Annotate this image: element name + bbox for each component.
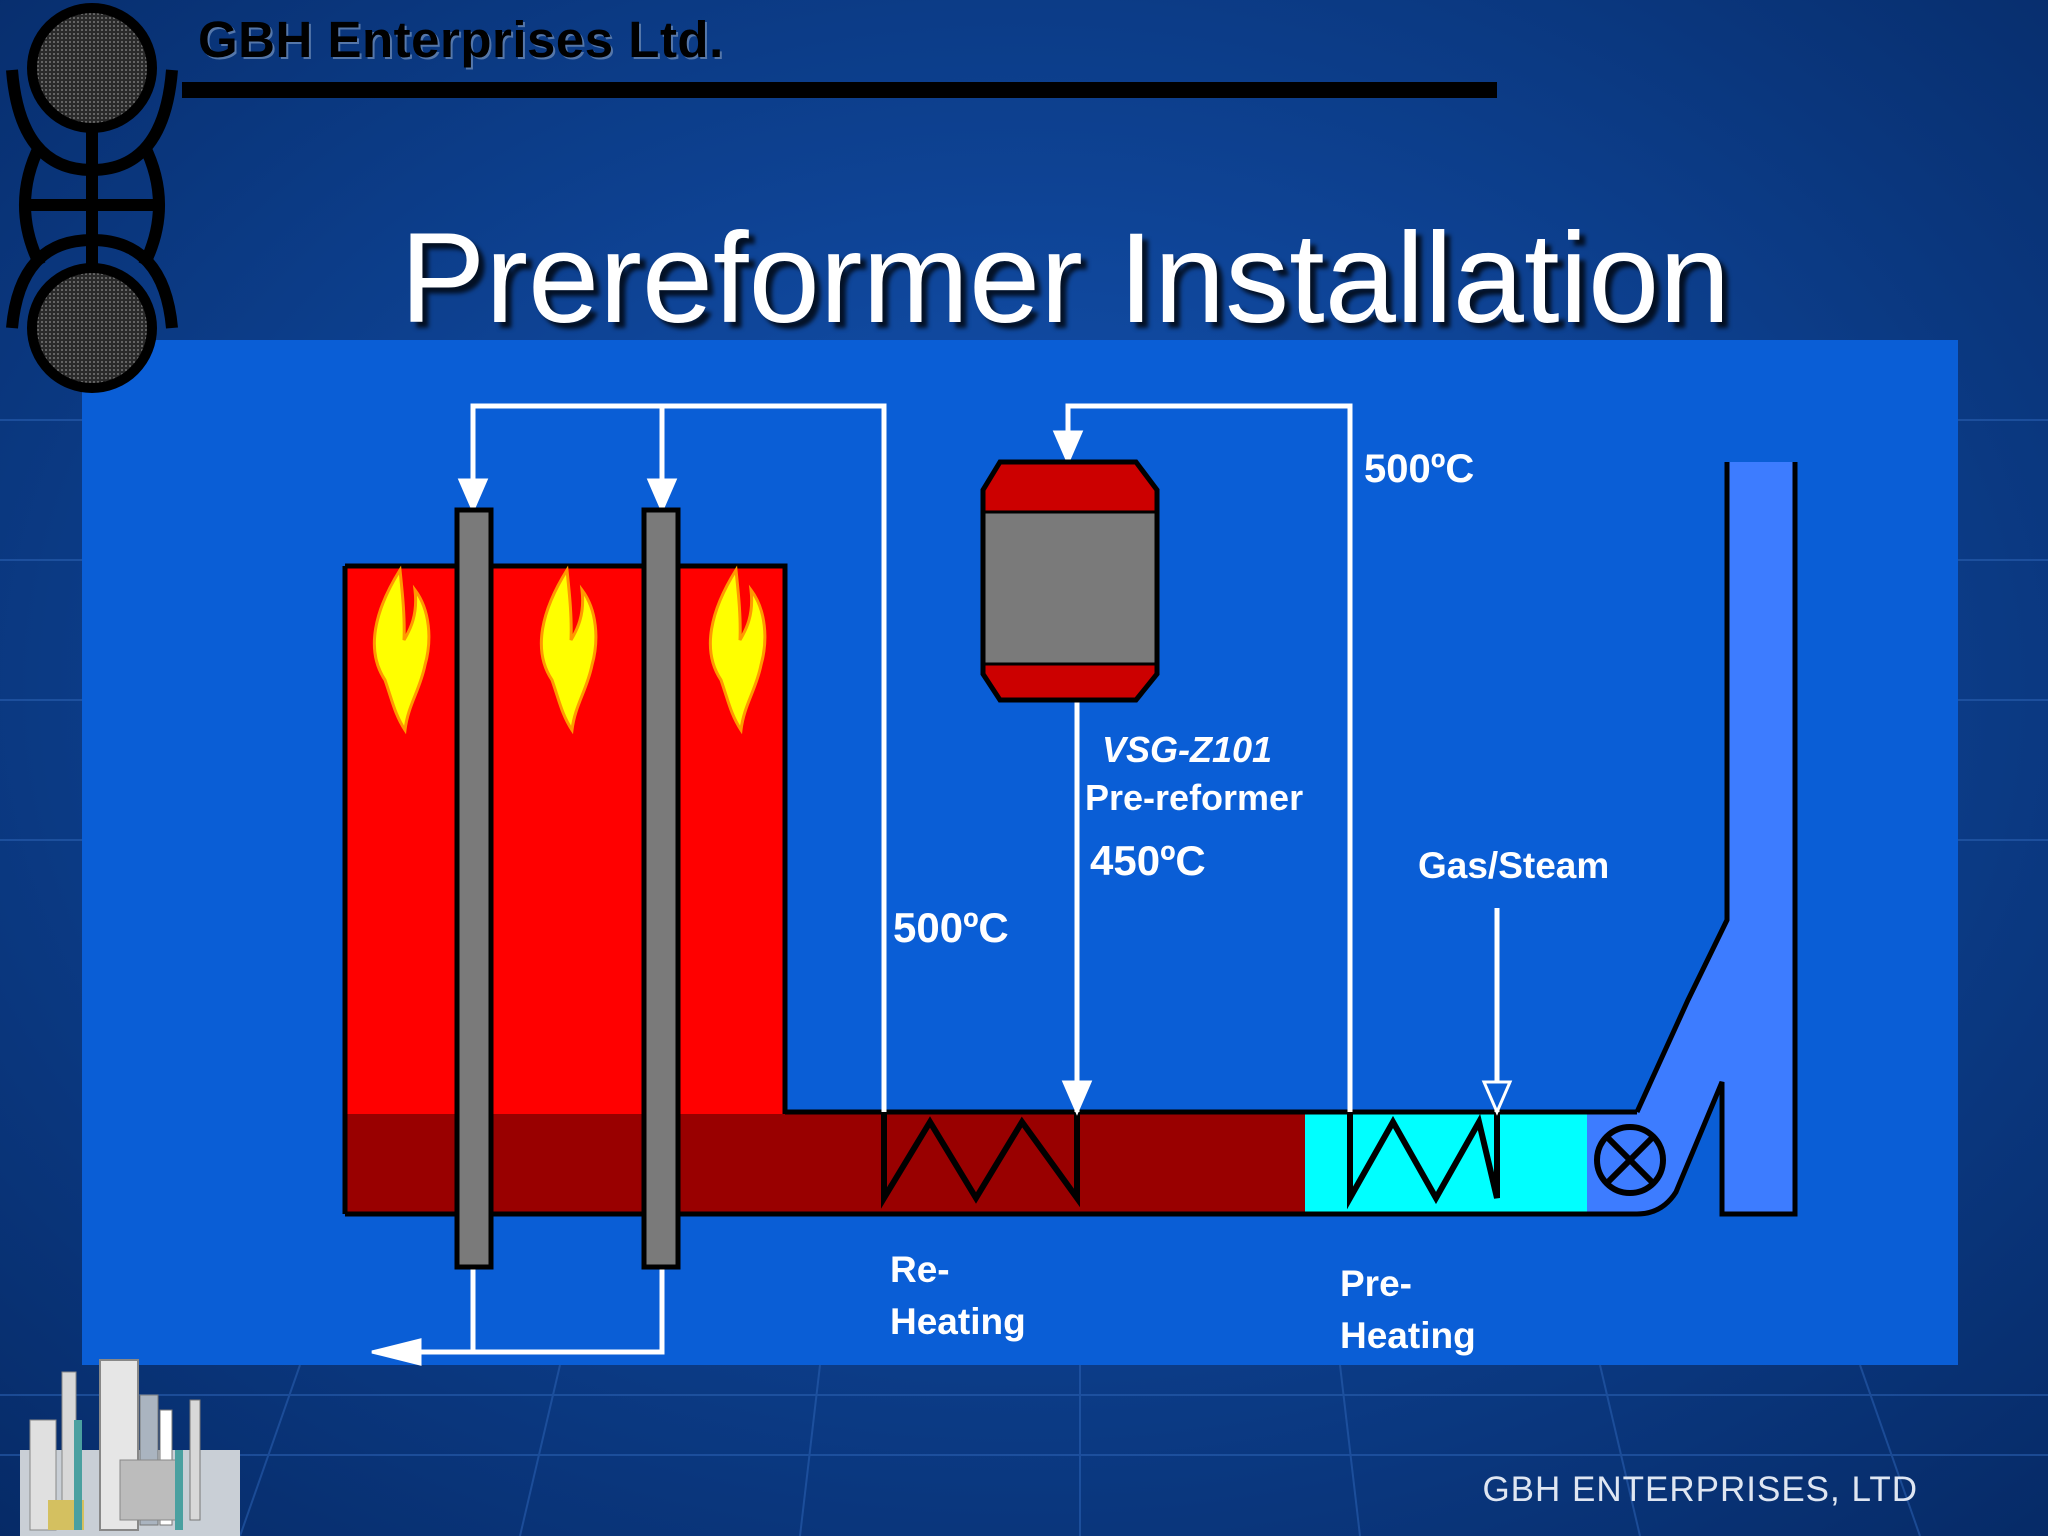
reformer-tube <box>454 507 494 1270</box>
outlet-temperature: 500ºC <box>1364 447 1474 491</box>
reformer-name: Pre-reformer <box>1085 777 1303 818</box>
flow-arrows <box>371 430 1513 1366</box>
feed-label: Gas/Steam <box>1418 845 1609 886</box>
footer-text: GBH ENTERPRISES, LTD <box>1482 1470 1918 1509</box>
preheat-coil <box>1347 1112 1500 1210</box>
reheat-coil <box>881 1112 1080 1209</box>
prereformer-vessel <box>980 459 1160 703</box>
reheat-label-line2: Heating <box>890 1301 1026 1342</box>
company-name: GBH Enterprises Ltd. <box>198 11 724 68</box>
background-grid <box>0 419 2048 1536</box>
reformer-tag: VSG-Z101 <box>1102 729 1272 770</box>
reheat-label-line1: Re- <box>890 1249 950 1290</box>
reformer-tube <box>641 507 681 1270</box>
fan-icon <box>1594 1124 1666 1196</box>
preheat-label-line1: Pre- <box>1340 1263 1412 1304</box>
company-logo <box>6 3 178 393</box>
preheat-label-line2: Heating <box>1340 1315 1476 1356</box>
flame-icon <box>372 565 767 735</box>
reheat-temperature: 500ºC <box>893 904 1009 951</box>
page-title: Prereformer Installation <box>400 207 1731 350</box>
exhaust-stack <box>1634 462 1798 1217</box>
inlet-temperature: 450ºC <box>1090 837 1206 884</box>
header-rule <box>182 82 1497 98</box>
refinery-illustration <box>20 1359 240 1536</box>
